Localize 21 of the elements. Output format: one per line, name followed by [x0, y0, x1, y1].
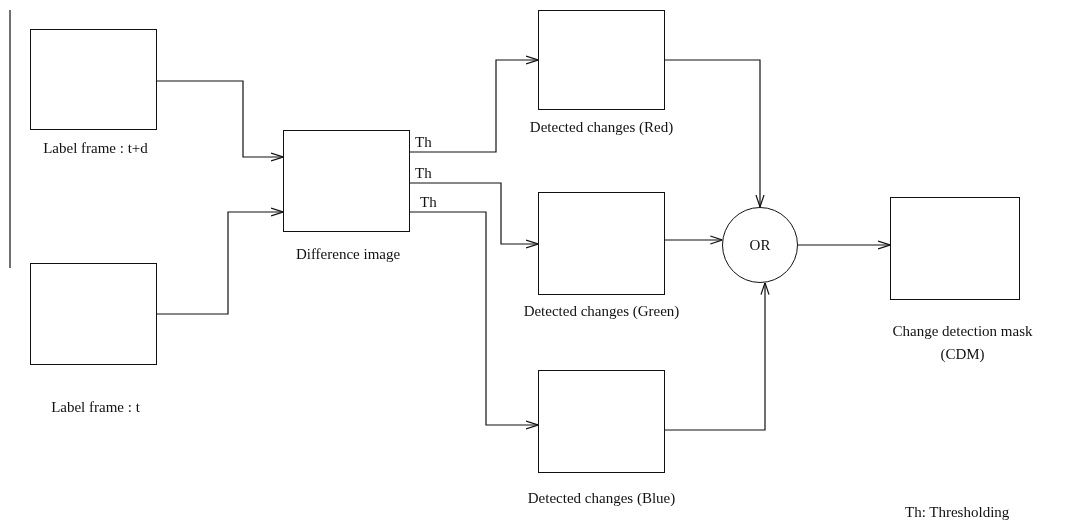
frame-caption: Detected changes (Green)	[523, 302, 680, 321]
arrow	[409, 182, 539, 249]
arrow	[664, 282, 770, 431]
arrow	[156, 207, 284, 315]
frame-caption: Label frame : t	[50, 398, 141, 417]
arrow	[409, 211, 539, 430]
arrow	[664, 235, 723, 245]
arrow	[156, 80, 284, 162]
gate-label: OR	[749, 236, 771, 254]
arrow	[409, 55, 539, 153]
edge-label: Th	[415, 135, 432, 150]
edge-label: Th	[415, 166, 432, 181]
edge-label: Th	[420, 195, 437, 210]
frame-caption: Change detection mask (CDM)	[891, 322, 1034, 365]
frame-caption: Detected changes (Blue)	[526, 489, 677, 508]
note-text: Th: Thresholding	[905, 505, 1010, 520]
frame-caption: Label frame : t+d	[42, 139, 149, 158]
frame-caption: Difference image	[294, 245, 402, 264]
arrow	[664, 59, 765, 208]
frame-caption: Detected changes (Red)	[528, 118, 675, 137]
arrow	[797, 240, 891, 250]
